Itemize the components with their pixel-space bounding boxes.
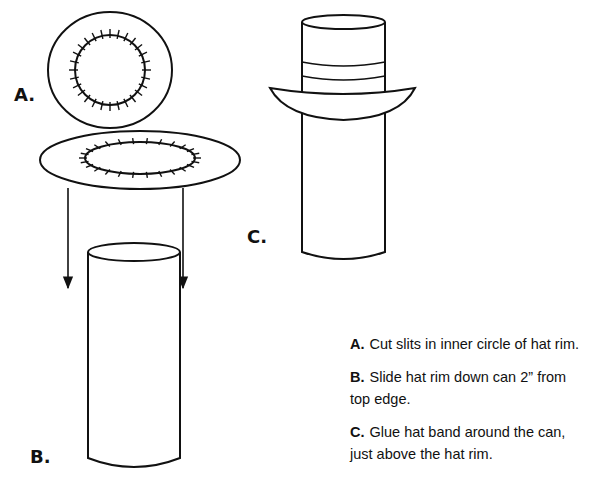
slit	[101, 30, 103, 39]
slit	[84, 38, 90, 45]
slit	[78, 44, 85, 50]
figure-letter: C.	[247, 226, 267, 247]
slit	[187, 149, 194, 152]
slit	[101, 101, 103, 110]
slit	[78, 90, 85, 96]
figure-letter: A.	[14, 84, 35, 105]
instruction: C.Glue hat band around the can, just abo…	[350, 421, 582, 465]
slit	[139, 84, 147, 88]
slit	[180, 145, 186, 149]
slit	[135, 44, 142, 50]
step-text: Slide hat rim down can 2” from top edge.	[350, 369, 566, 407]
slit	[94, 145, 100, 149]
slit	[86, 149, 93, 152]
slit	[141, 77, 150, 79]
slit	[118, 171, 121, 177]
slit	[193, 157, 201, 158]
slit	[92, 33, 96, 41]
hat-rim-flat	[48, 12, 172, 128]
can	[88, 243, 180, 467]
slit	[146, 172, 148, 178]
slit	[117, 101, 119, 110]
slit	[69, 69, 78, 70]
slit	[170, 170, 175, 175]
slit	[109, 102, 110, 111]
slit	[135, 90, 142, 96]
instruction: A. Cut slits in inner circle of hat rim.	[350, 333, 582, 355]
hat-rim-perspective	[40, 131, 240, 189]
slit	[132, 172, 134, 178]
step-letter: A.	[350, 336, 365, 352]
step-letter: B.	[350, 369, 365, 385]
slit	[105, 170, 110, 175]
slit	[73, 84, 81, 88]
finished-hat	[270, 15, 415, 259]
slit	[86, 165, 93, 168]
slit	[124, 33, 128, 41]
figure-letter: B.	[30, 446, 51, 467]
step-text: Cut slits in inner circle of hat rim.	[370, 336, 580, 352]
slit	[142, 69, 151, 70]
slit	[170, 142, 175, 147]
instruction: B.Slide hat rim down can 2” from top edg…	[350, 366, 582, 410]
slit	[180, 167, 186, 171]
slit	[70, 61, 79, 63]
slit	[118, 139, 121, 145]
slit	[191, 153, 199, 154]
slit	[124, 99, 128, 107]
slit	[139, 52, 147, 56]
slit	[105, 142, 110, 147]
slit	[187, 165, 194, 168]
slit	[84, 95, 90, 102]
slit	[73, 52, 81, 56]
slit	[117, 30, 119, 39]
slit	[79, 157, 87, 158]
slit	[94, 167, 100, 171]
slit	[81, 161, 89, 162]
slit	[191, 161, 199, 162]
slit	[70, 77, 79, 79]
slit	[141, 61, 150, 63]
slit	[132, 138, 134, 144]
slit	[130, 95, 136, 102]
slit	[159, 171, 162, 177]
slit	[159, 139, 162, 145]
slit	[109, 29, 110, 38]
slit	[81, 153, 89, 154]
slit	[92, 99, 96, 107]
step-text: Glue hat band around the can, just above…	[350, 424, 565, 462]
slit	[130, 38, 136, 45]
slit	[146, 138, 148, 144]
step-letter: C.	[350, 424, 365, 440]
